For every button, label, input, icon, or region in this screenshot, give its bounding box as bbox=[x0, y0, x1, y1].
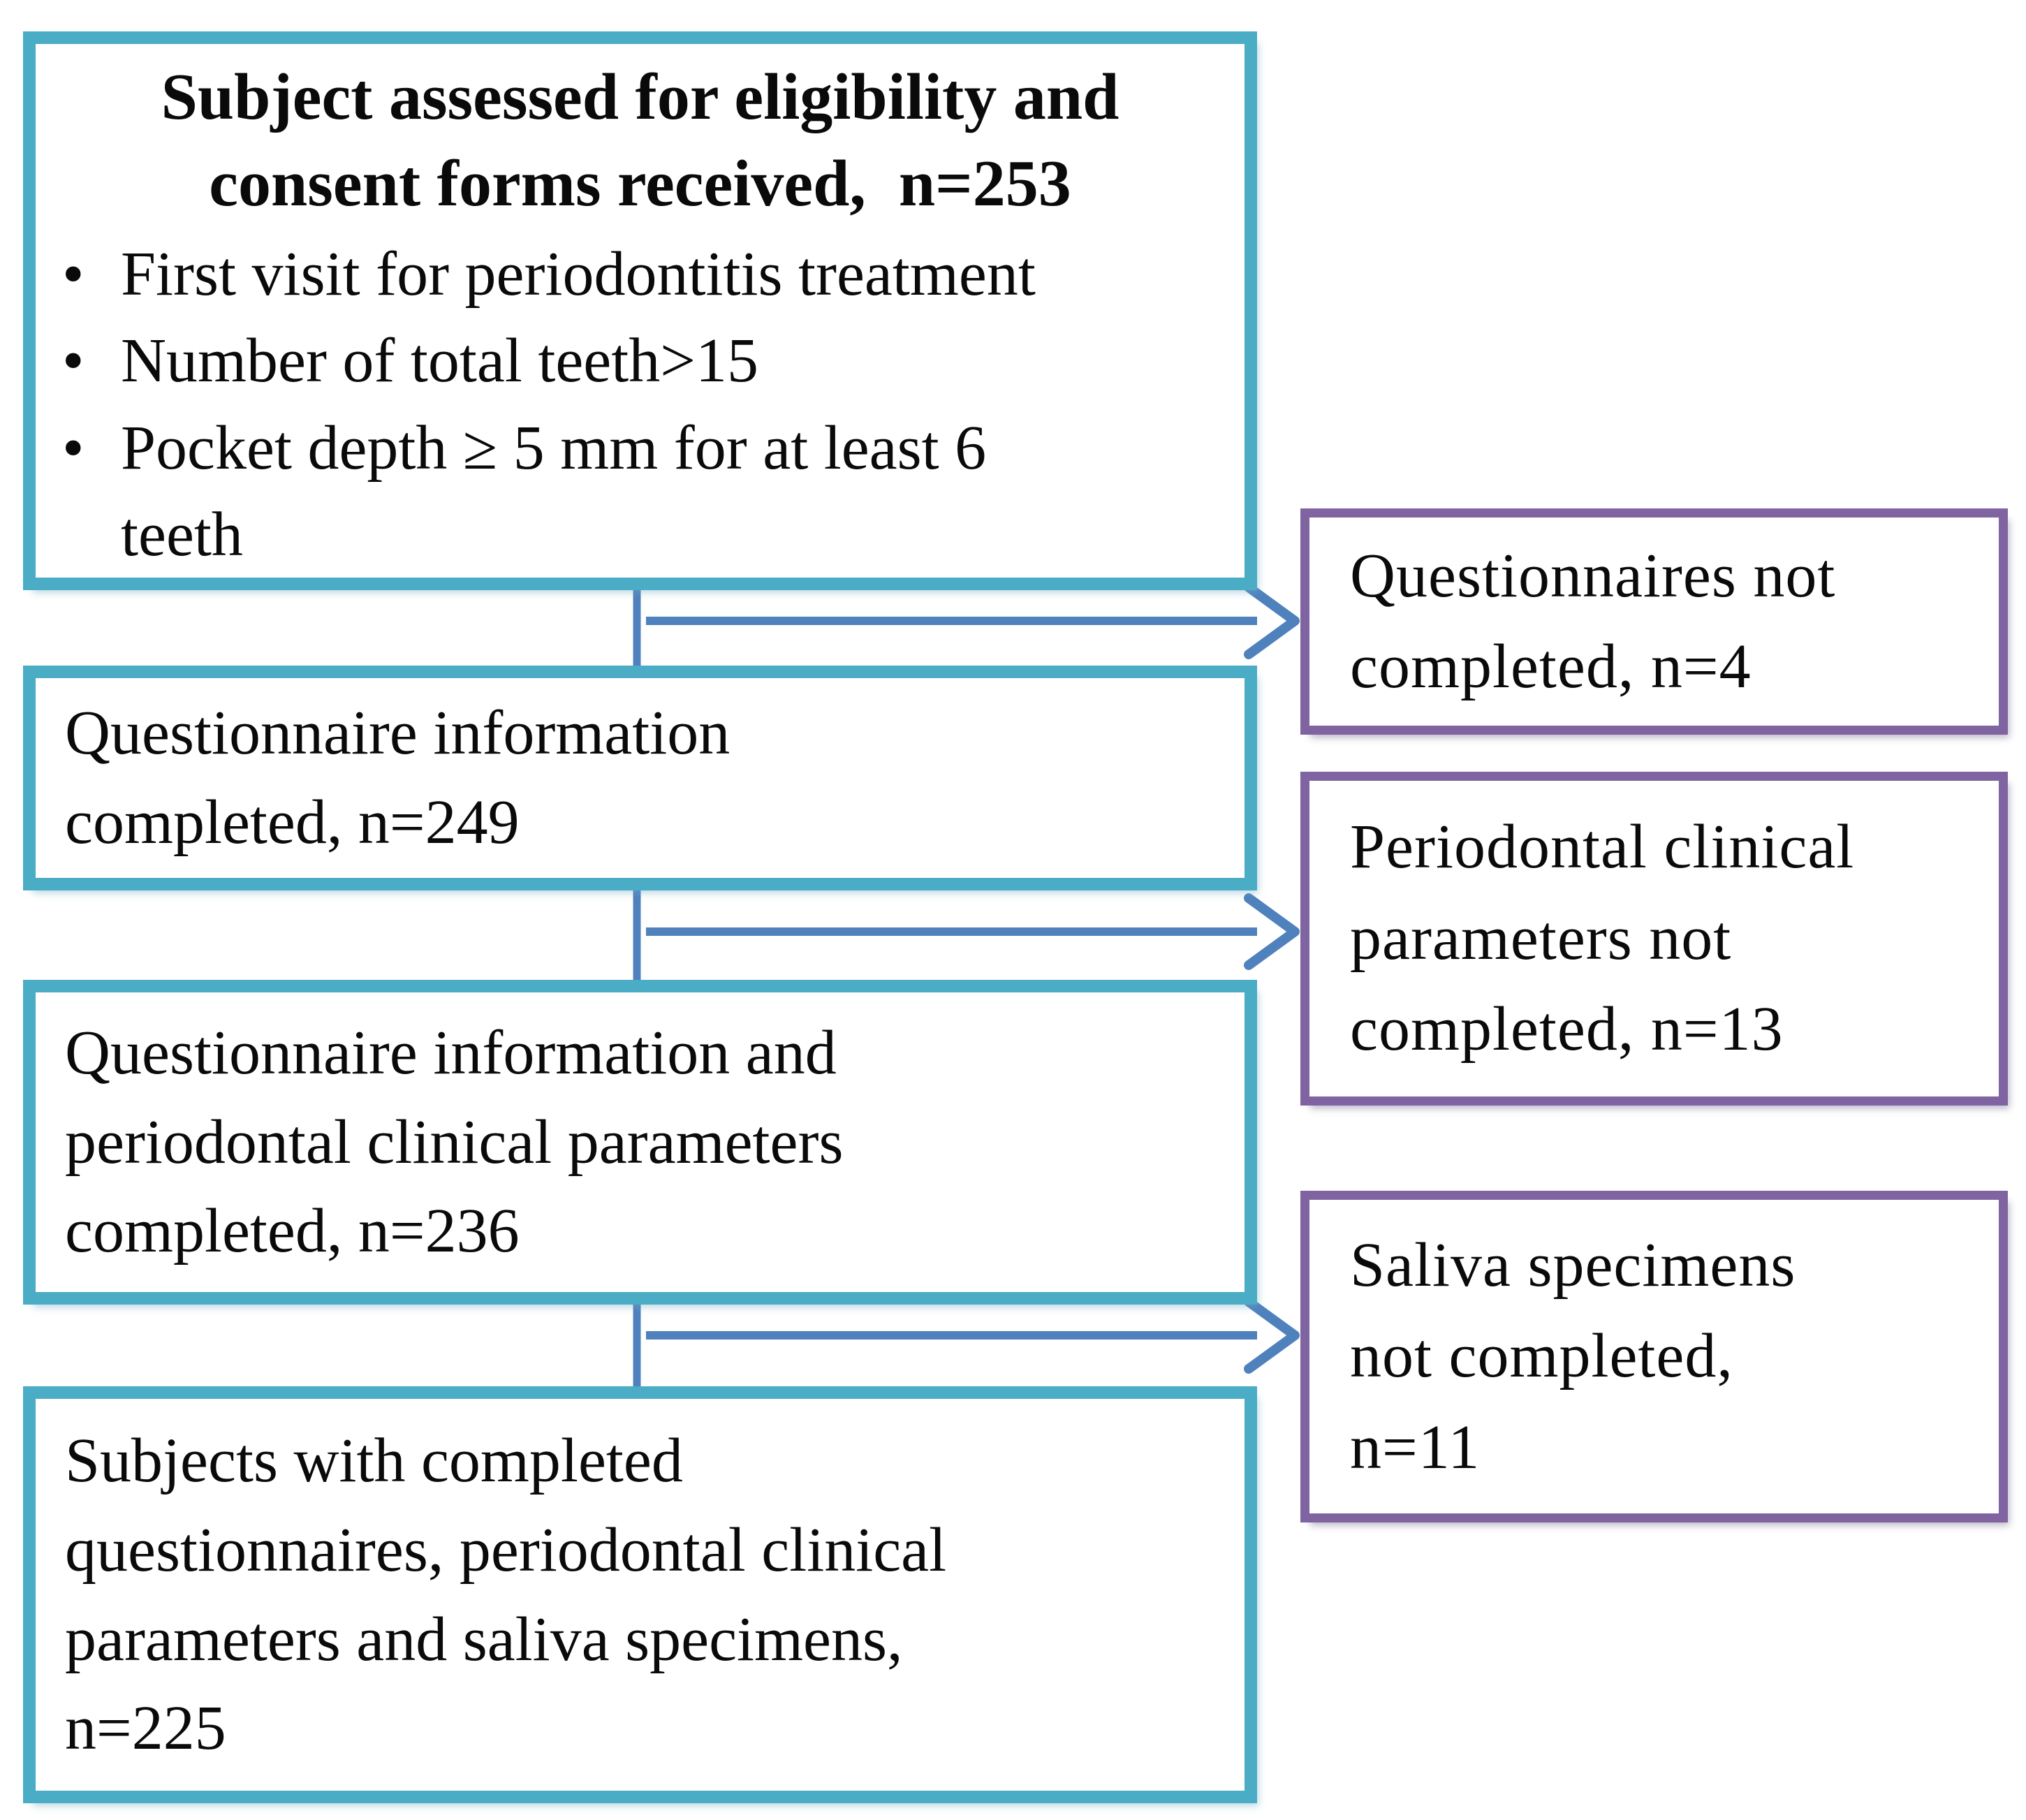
list-item: • First visit for periodontitis treatmen… bbox=[62, 231, 1224, 318]
branch-arrow-2 bbox=[646, 893, 1300, 970]
title-line-2: consent forms received, n=253 bbox=[209, 147, 1071, 221]
node-text: Periodontal clinical parameters not comp… bbox=[1350, 812, 1855, 1064]
bullet-icon: • bbox=[62, 326, 85, 396]
arrow-right-icon bbox=[1244, 1297, 1300, 1374]
node-excluded-clinical-parameters: Periodontal clinical parameters not comp… bbox=[1300, 772, 2008, 1106]
node-text: Questionnaire information completed, n=2… bbox=[65, 698, 731, 857]
criterion-text: Number of total teeth>15 bbox=[121, 326, 759, 396]
branch-arrow-3 bbox=[646, 1297, 1300, 1374]
arrow-right-icon bbox=[1244, 893, 1300, 970]
node-questionnaire-completed: Questionnaire information completed, n=2… bbox=[23, 666, 1257, 890]
node-text: Saliva specimens not completed, n=11 bbox=[1350, 1230, 1796, 1482]
node-eligibility: Subject assessed for eligibility and con… bbox=[23, 31, 1257, 590]
criterion-text: Pocket depth ≥ 5 mm for at least 6 teeth bbox=[121, 413, 987, 569]
criterion-text: First visit for periodontitis treatment bbox=[121, 240, 1036, 309]
node-questionnaire-and-clinical-completed: Questionnaire information and periodonta… bbox=[23, 980, 1257, 1305]
arrow-right-icon bbox=[1244, 582, 1300, 659]
node-eligibility-title: Subject assessed for eligibility and con… bbox=[36, 44, 1245, 227]
branch-arrow-1 bbox=[646, 582, 1300, 659]
eligibility-criteria-list: • First visit for periodontitis treatmen… bbox=[36, 227, 1245, 578]
node-excluded-saliva: Saliva specimens not completed, n=11 bbox=[1300, 1191, 2008, 1522]
list-item: • Number of total teeth>15 bbox=[62, 318, 1224, 404]
bullet-icon: • bbox=[62, 413, 85, 483]
node-text: Questionnaires not completed, n=4 bbox=[1350, 541, 1836, 702]
node-excluded-questionnaires: Questionnaires not completed, n=4 bbox=[1300, 508, 2008, 735]
node-text: Subjects with completed questionnaires, … bbox=[65, 1425, 947, 1763]
title-line-1: Subject assessed for eligibility and bbox=[161, 61, 1120, 133]
node-all-completed: Subjects with completed questionnaires, … bbox=[23, 1386, 1257, 1803]
bullet-icon: • bbox=[62, 240, 85, 309]
node-text: Questionnaire information and periodonta… bbox=[65, 1018, 844, 1266]
list-item: • Pocket depth ≥ 5 mm for at least 6 tee… bbox=[62, 405, 1224, 578]
